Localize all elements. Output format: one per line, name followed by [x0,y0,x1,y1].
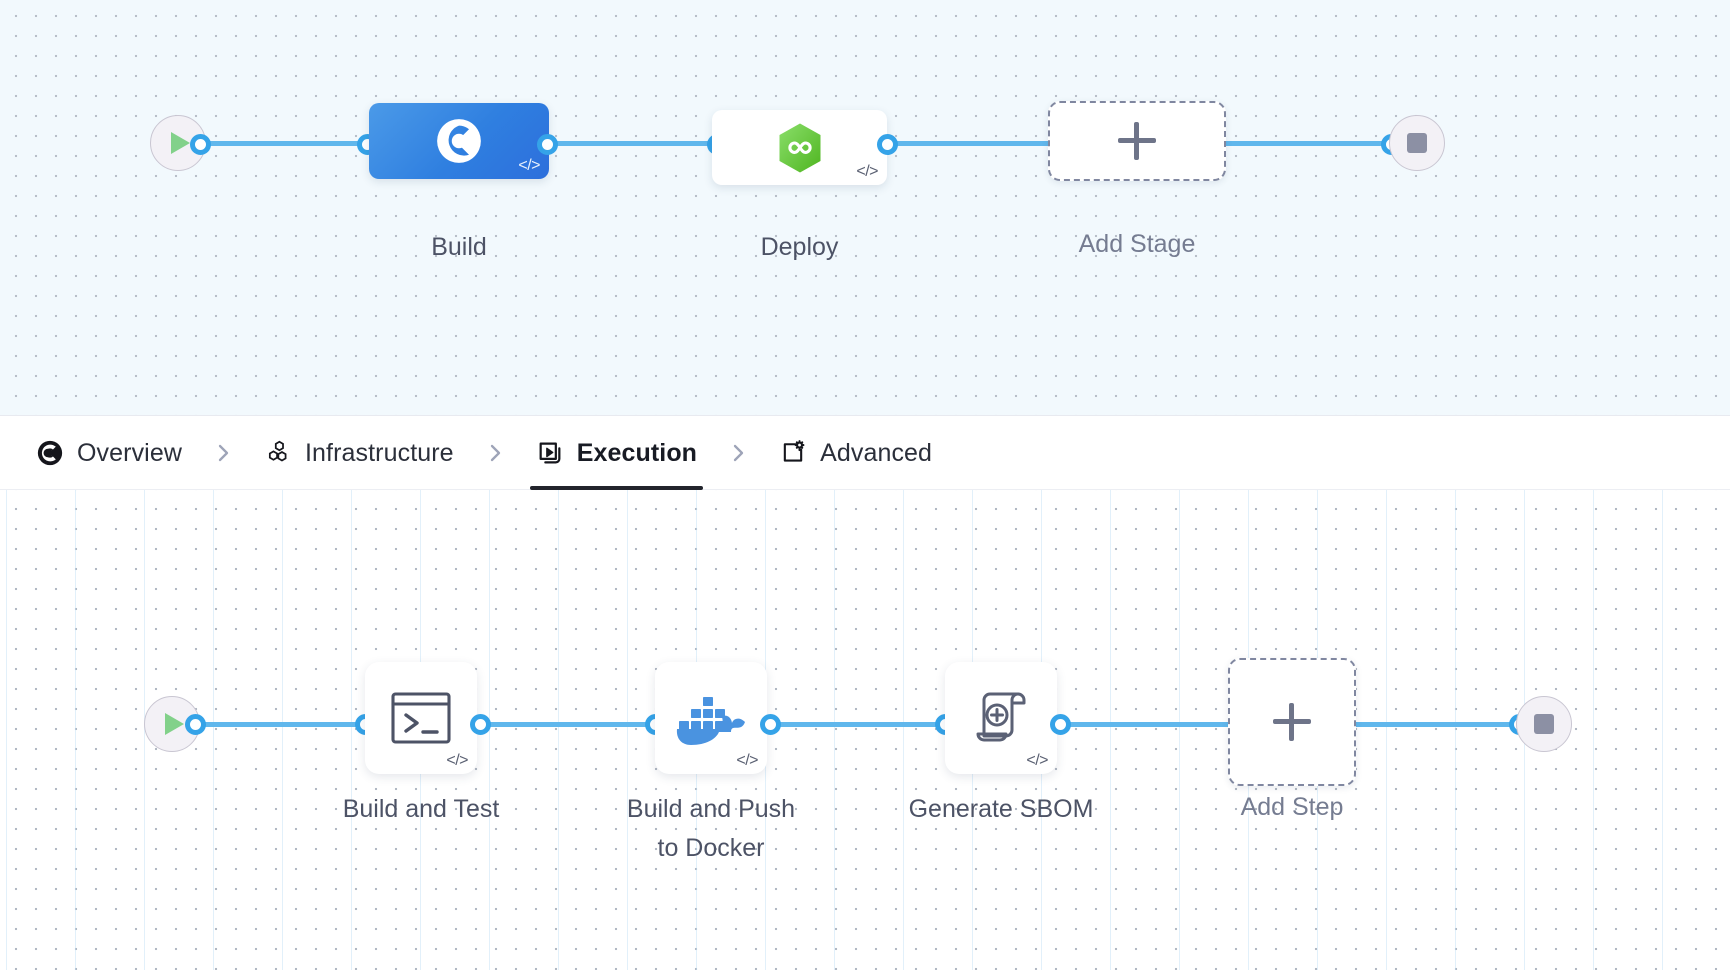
chevron-right-icon-3 [703,441,773,465]
code-badge-step1[interactable]: </> [446,752,468,769]
step-node-generate-sbom[interactable]: </> [945,662,1057,774]
tab-label-execution: Execution [576,438,698,467]
play-icon [165,713,184,735]
link-s1-to-s2 [480,722,665,727]
step-label-build-and-test: Build and Test [342,795,500,823]
deploy-output-port[interactable] [877,134,898,155]
play-box-icon [536,439,564,467]
tab-execution[interactable]: Execution [529,417,704,490]
harness-overview-icon [36,439,64,467]
harness-ci-icon [434,116,484,166]
tab-label-advanced: Advanced [820,438,933,467]
code-badge-deploy[interactable]: </> [856,163,878,180]
code-badge-step3[interactable]: </> [1026,752,1048,769]
box-gear-icon [779,439,807,467]
link-addstep-to-end [1350,722,1525,727]
stage-label-build: Build [431,233,487,261]
docker-whale-icon [675,690,747,746]
step2-output-port[interactable] [760,714,781,735]
stop-icon [1407,133,1427,153]
add-stage-label: Add Stage [1078,230,1196,258]
exec-start-output-port[interactable] [185,714,206,735]
terminal-icon [390,690,452,746]
pipeline-end-node[interactable] [1389,115,1445,171]
link-deploy-to-add [870,141,1060,146]
play-icon [171,132,190,154]
execution-canvas[interactable]: </> Build and Test [0,490,1730,970]
add-stage-button[interactable] [1048,101,1226,181]
link-build-to-deploy [540,141,715,146]
plus-icon [1118,122,1156,160]
tab-overview[interactable]: Overview [30,417,188,490]
hexagons-icon [264,439,292,467]
code-badge-build[interactable]: </> [518,157,540,174]
add-step-button-box[interactable] [1228,658,1356,786]
step-label-generate-sbom: Generate SBOM [908,795,1094,823]
code-badge-step2[interactable]: </> [736,752,758,769]
link-add-to-end [1218,141,1408,146]
stage-node-deploy[interactable]: </> [712,110,887,185]
start-output-port[interactable] [190,134,211,155]
tab-label-overview: Overview [77,438,182,467]
tab-label-infrastructure: Infrastructure [305,438,454,467]
scroll-plus-icon [970,688,1032,748]
step-node-build-and-test-box[interactable]: </> [365,662,477,774]
step-node-build-and-push-to-docker[interactable]: </> [655,662,767,774]
build-output-port[interactable] [537,134,558,155]
stage-node-build[interactable]: </> [369,103,549,179]
add-step-label: Add Step [1240,793,1344,821]
tab-infrastructure[interactable]: Infrastructure [258,417,460,490]
link-s2-to-s3 [770,722,955,727]
link-start-to-build [195,141,375,146]
chevron-right-icon-1 [188,441,258,465]
link-s3-to-addstep [1060,722,1235,727]
step1-output-port[interactable] [470,714,491,735]
step3-output-port[interactable] [1050,714,1071,735]
plus-icon [1273,703,1311,741]
step-label-build-and-push-to-docker: Build and Push to Docker [626,795,796,862]
execution-end-node[interactable] [1516,696,1572,752]
stage-config-tabs: Overview Infrastructure [0,417,1730,490]
stop-icon [1534,714,1554,734]
tab-advanced[interactable]: Advanced [773,417,938,490]
stage-label-deploy: Deploy [760,233,839,261]
harness-cd-hexagon-icon [775,122,825,174]
link-exec-start-to-s1 [190,722,375,727]
stage-canvas[interactable]: </> Build </> Depl [0,0,1730,416]
chevron-right-icon-2 [460,441,530,465]
